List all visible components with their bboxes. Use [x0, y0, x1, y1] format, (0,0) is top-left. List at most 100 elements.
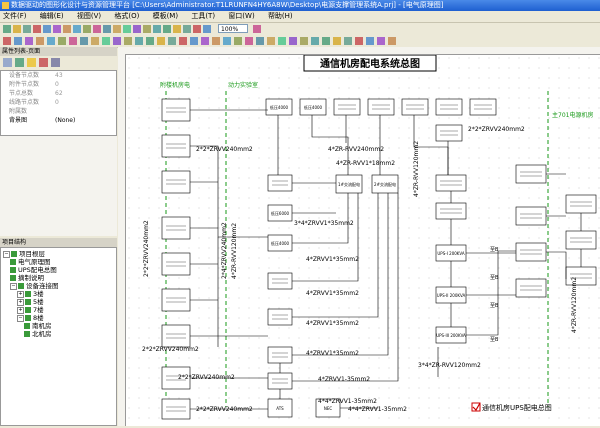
toolbar-button-icon[interactable]	[355, 37, 363, 45]
delete-icon[interactable]	[39, 58, 48, 67]
tree-item[interactable]: −项目根层	[3, 250, 45, 258]
menu-help[interactable]: 帮助(H)	[267, 12, 293, 20]
toolbar-button-icon[interactable]	[80, 37, 88, 45]
equipment-box[interactable]	[161, 98, 191, 122]
equipment-box[interactable]	[267, 174, 293, 192]
equipment-box[interactable]	[515, 206, 547, 226]
toolbar-button-icon[interactable]	[212, 37, 220, 45]
toolbar-button-icon[interactable]	[157, 37, 165, 45]
toolbar-button-icon[interactable]	[113, 37, 121, 45]
toolbar-button-icon[interactable]	[193, 25, 201, 33]
expand-icon[interactable]: +	[17, 290, 24, 298]
toolbar-button-icon[interactable]	[103, 25, 111, 33]
toolbar-button-icon[interactable]	[113, 25, 121, 33]
tree-item[interactable]: 摘制说明	[10, 274, 44, 282]
toolbar-button-icon[interactable]	[267, 37, 275, 45]
toolbar-button-icon[interactable]	[173, 25, 181, 33]
toolbar-button-icon[interactable]	[201, 37, 209, 45]
menu-view[interactable]: 视图(V)	[76, 12, 102, 20]
filter-icon[interactable]	[27, 58, 36, 67]
toolbar-button-icon[interactable]	[23, 25, 31, 33]
menu-template[interactable]: 模板(M)	[152, 12, 179, 20]
equipment-box[interactable]	[267, 372, 293, 390]
equipment-box[interactable]	[565, 230, 597, 250]
tree-item[interactable]: UPS配电总图	[10, 266, 57, 274]
menu-tools[interactable]: 工具(T)	[191, 12, 216, 20]
equipment-box[interactable]	[367, 98, 395, 116]
toolbar-button-icon[interactable]	[183, 25, 191, 33]
toolbar-button-icon[interactable]	[344, 37, 352, 45]
prop-row[interactable]: 附属数	[9, 108, 28, 115]
toolbar-button-icon[interactable]	[234, 37, 242, 45]
toolbar-button-icon[interactable]	[153, 25, 161, 33]
equipment-box[interactable]	[267, 346, 293, 364]
equipment-box[interactable]	[371, 174, 399, 194]
prop-row[interactable]: 背景图(None)	[9, 117, 76, 124]
toolbar-button-icon[interactable]	[102, 37, 110, 45]
toolbar-button-icon[interactable]	[91, 37, 99, 45]
menu-edit[interactable]: 编辑(E)	[39, 12, 64, 20]
equipment-box[interactable]	[435, 174, 467, 192]
equipment-box[interactable]	[267, 272, 293, 290]
equipment-box[interactable]	[161, 324, 191, 348]
equipment-box[interactable]	[565, 194, 597, 214]
toolbar-button-icon[interactable]	[203, 25, 211, 33]
toolbar-button-icon[interactable]	[366, 37, 374, 45]
toolbar-button-icon[interactable]	[311, 37, 319, 45]
equipment-box[interactable]	[267, 308, 293, 326]
toolbar-button-icon[interactable]	[289, 37, 297, 45]
equipment-box[interactable]	[161, 288, 191, 312]
equipment-box[interactable]	[161, 252, 191, 276]
equipment-box[interactable]	[515, 278, 547, 298]
toolbar-button-icon[interactable]	[43, 25, 51, 33]
toolbar-button-icon[interactable]	[47, 37, 55, 45]
toolbar-button-icon[interactable]	[278, 37, 286, 45]
tree-item[interactable]: +3楼	[17, 290, 44, 298]
toolbar-button-icon[interactable]	[333, 37, 341, 45]
toolbar-button-icon[interactable]	[3, 37, 11, 45]
toolbar-button-icon[interactable]	[83, 25, 91, 33]
toolbar-button-icon[interactable]	[13, 25, 21, 33]
toolbar-button-icon[interactable]	[168, 37, 176, 45]
tree-item[interactable]: +7楼	[17, 306, 44, 314]
toolbar-button-icon[interactable]	[223, 37, 231, 45]
equipment-box[interactable]	[335, 174, 363, 194]
toolbar-button-icon[interactable]	[14, 37, 22, 45]
equipment-box[interactable]	[265, 98, 293, 116]
equipment-box[interactable]	[161, 170, 191, 194]
refresh-icon[interactable]	[51, 58, 60, 67]
toolbar-button-icon[interactable]	[133, 25, 141, 33]
equipment-box[interactable]	[435, 98, 463, 116]
zoom-select[interactable]: 100%	[218, 24, 248, 33]
category-icon[interactable]	[15, 58, 24, 67]
toolbar-button-icon[interactable]	[388, 37, 396, 45]
toolbar-button-icon[interactable]	[135, 37, 143, 45]
tree-item[interactable]: 电气原理图	[10, 258, 51, 266]
equipment-box[interactable]	[299, 98, 327, 116]
tree-item[interactable]: 北机房	[24, 330, 52, 338]
tree-item[interactable]: 南机房	[24, 322, 52, 330]
toolbar-button-icon[interactable]	[63, 25, 71, 33]
toolbar-button-icon[interactable]	[93, 25, 101, 33]
toolbar-button-icon[interactable]	[190, 37, 198, 45]
expand-icon[interactable]: −	[3, 250, 10, 258]
toolbar-button-icon[interactable]	[25, 37, 33, 45]
toolbar-button-icon[interactable]	[143, 25, 151, 33]
toolbar-button-icon[interactable]	[179, 37, 187, 45]
toolbar-button-icon[interactable]	[163, 25, 171, 33]
equipment-box[interactable]	[401, 98, 429, 116]
toolbar-button-icon[interactable]	[245, 37, 253, 45]
tree-item[interactable]: −8楼	[17, 314, 44, 322]
toolbar-button-icon[interactable]	[253, 25, 261, 33]
toolbar-button-icon[interactable]	[322, 37, 330, 45]
expand-icon[interactable]: +	[17, 306, 24, 314]
menu-format[interactable]: 格式(O)	[114, 12, 140, 20]
equipment-box[interactable]	[161, 216, 191, 240]
toolbar-button-icon[interactable]	[146, 37, 154, 45]
tree-item[interactable]: +5楼	[17, 298, 44, 306]
equipment-box[interactable]	[333, 98, 361, 116]
